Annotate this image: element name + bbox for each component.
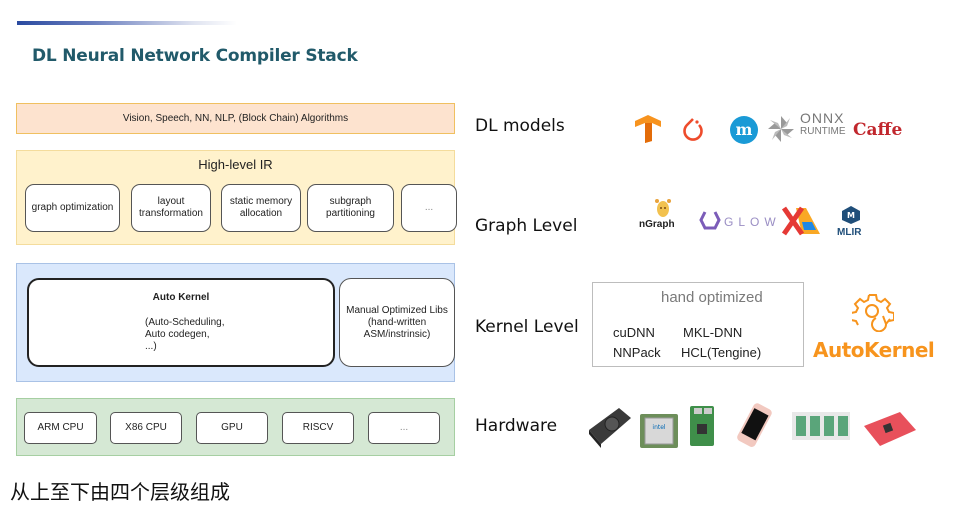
auto-kernel-box: Auto Kernel (Auto-Scheduling, Auto codeg… <box>27 278 335 367</box>
hw-arm-cpu: ARM CPU <box>24 412 97 444</box>
svg-text:M: M <box>847 211 855 220</box>
xla-logo <box>782 206 820 236</box>
hw-gpu: GPU <box>196 412 268 444</box>
hw-riscv: RISCV <box>282 412 354 444</box>
ir-item-more: ... <box>401 184 457 232</box>
hw-more: ... <box>368 412 440 444</box>
glow-icon <box>699 211 721 230</box>
high-level-ir-layer: High-level IR graph optimization layout … <box>16 150 457 245</box>
level-label-graph-level: Graph Level <box>475 216 578 236</box>
onnx-runtime-icon <box>768 116 794 142</box>
hand-optimized-box: hand optimized cuDNN MKL-DNN NNPack HCL(… <box>592 282 804 367</box>
intel-cpu-image: intel <box>640 414 678 448</box>
mlir-logo: MLIR <box>837 227 862 238</box>
autokernel-logo: AutoKernel <box>813 338 935 362</box>
glow-logo: GLOW <box>724 215 781 229</box>
ir-item-static-memory-allocation: static memory allocation <box>221 184 301 232</box>
svg-text:intel: intel <box>652 424 666 431</box>
manual-libs-line: (hand-written <box>367 316 427 328</box>
mxnet-logo: m <box>730 116 758 144</box>
runtime-text: RUNTIME <box>800 126 846 137</box>
hw-x86-cpu: X86 CPU <box>110 412 182 444</box>
ir-item-graph-optimization: graph optimization <box>25 184 120 232</box>
gpu-card-image <box>589 408 631 448</box>
manual-libs-box: Manual Optimized Libs (hand-written ASM/… <box>339 278 455 367</box>
raspberry-pi-image <box>690 406 714 446</box>
auto-kernel-line: (Auto-Scheduling, <box>145 317 225 328</box>
manual-libs-line: Manual Optimized Libs <box>346 304 448 316</box>
level-label-kernel-level: Kernel Level <box>475 317 579 337</box>
high-level-ir-title: High-level IR <box>198 157 273 172</box>
footer-text: 从上至下由四个层级组成 <box>10 480 230 504</box>
header-accent-bar <box>17 21 237 25</box>
pytorch-logo <box>683 118 703 141</box>
onnx-text: ONNX <box>800 110 845 126</box>
kernel-layer: Auto Kernel (Auto-Scheduling, Auto codeg… <box>16 263 455 382</box>
lib-nnpack: NNPack <box>613 345 661 360</box>
manual-libs-line: ASM/instrinsic) <box>363 328 431 340</box>
ir-item-layout-transformation: layout transformation <box>131 184 211 232</box>
autokernel-gear-icon <box>852 294 894 332</box>
lib-hcl-tengine: HCL(Tengine) <box>681 345 762 360</box>
lib-mkl-dnn: MKL-DNN <box>683 325 743 340</box>
svg-text:m: m <box>736 120 753 139</box>
caffe-logo: Caffe <box>853 120 903 140</box>
ir-item-subgraph-partitioning: subgraph partitioning <box>307 184 394 232</box>
mlir-icon: M <box>842 206 860 224</box>
smartphone-image <box>737 403 772 447</box>
server-board-image <box>792 412 850 440</box>
hardware-layer: ARM CPU X86 CPU GPU RISCV ... <box>16 398 455 456</box>
level-label-dl-models: DL models <box>475 116 565 136</box>
ngraph-giraffe-icon <box>655 199 671 217</box>
tensorflow-logo <box>635 115 661 143</box>
onnx-runtime-text: ONNX RUNTIME <box>800 110 846 138</box>
algorithms-layer: Vision, Speech, NN, NLP, (Block Chain) A… <box>16 103 455 134</box>
auto-kernel-title: Auto Kernel <box>152 292 210 303</box>
ngraph-logo: nGraph <box>639 219 675 230</box>
hand-optimized-title: hand optimized <box>661 289 763 306</box>
auto-kernel-line: Auto codegen, <box>145 329 210 340</box>
level-label-hardware: Hardware <box>475 416 558 436</box>
lib-cudnn: cuDNN <box>613 325 655 340</box>
auto-kernel-line: ...) <box>145 341 157 352</box>
auto-kernel-description: (Auto-Scheduling, Auto codegen, ...) <box>145 317 225 353</box>
page-title: DL Neural Network Compiler Stack <box>32 46 358 66</box>
fpga-board-image <box>864 412 916 446</box>
